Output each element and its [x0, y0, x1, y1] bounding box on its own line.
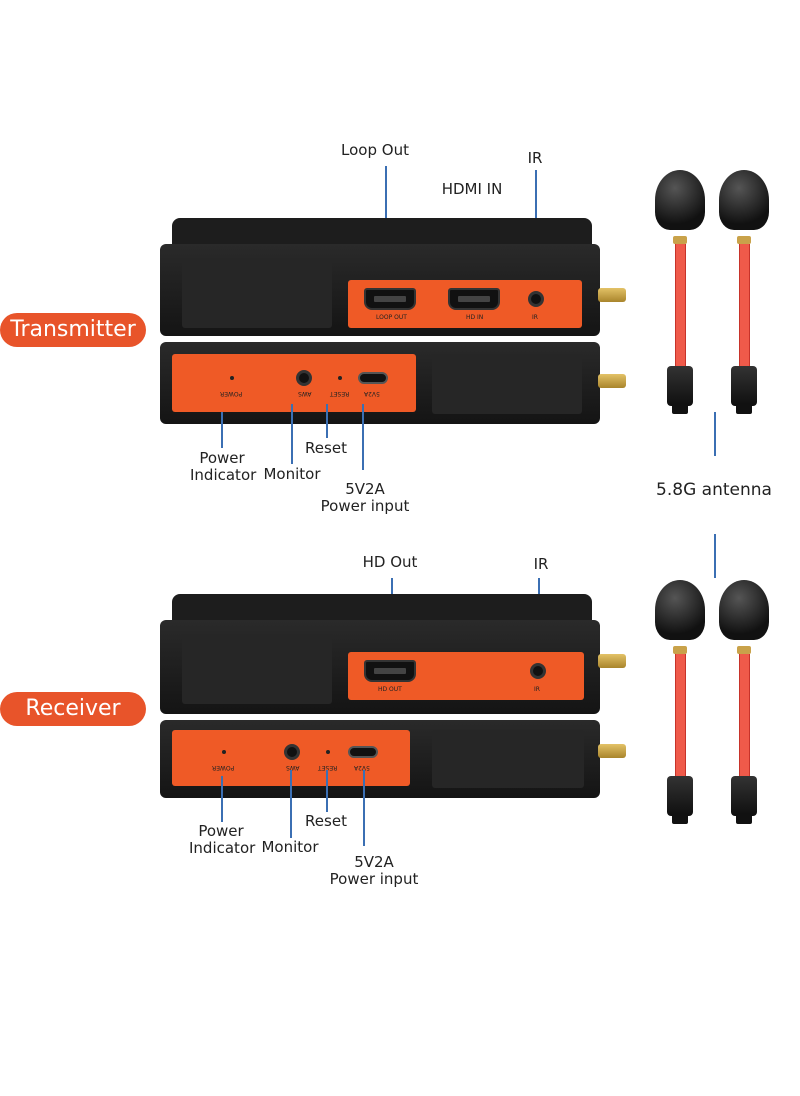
audio-jack-icon [284, 744, 300, 760]
receiver-title: Receiver [0, 692, 146, 726]
sma-connector-icon [598, 654, 626, 668]
audio-jack-icon [528, 291, 544, 307]
ir-callout-rx: IR [533, 555, 549, 573]
hdmi-port-icon [364, 660, 416, 682]
sma-connector-icon [598, 374, 626, 388]
hdmi-in-callout: HDMI IN [441, 180, 503, 198]
transmitter-bottom-panel: POWER AWS RESET 5V2A [172, 354, 416, 412]
power-led-icon [222, 750, 226, 754]
reset-button-icon [338, 376, 342, 380]
monitor-callout-rx: Monitor [261, 838, 319, 856]
power-input-callout-rx: 5V2A Power input [329, 853, 419, 888]
sma-connector-icon [598, 744, 626, 758]
hd-out-port-label: HD OUT [378, 686, 402, 693]
reset-callout-tx: Reset [305, 439, 347, 457]
monitor-leader-tx [291, 404, 293, 464]
loop-out-port-label: LOOP OUT [376, 314, 407, 321]
hd-out-callout: HD Out [362, 553, 418, 571]
power-port-label: POWER [220, 390, 243, 397]
ir-port-label-rx: IR [534, 686, 540, 693]
monitor-leader-rx [290, 770, 292, 838]
hd-in-port-label: HD IN [466, 314, 484, 321]
hdmi-port-icon [448, 288, 500, 310]
power-indicator-leader-rx [221, 776, 223, 822]
antenna-icon [719, 580, 769, 640]
usb-c-port-icon [358, 372, 388, 384]
aws-port-label: AWS [286, 764, 300, 771]
receiver-lower-unit: POWER AWS RESET 5V2A [160, 720, 600, 798]
usb-c-port-icon [348, 746, 378, 758]
transmitter-top-panel: LOOP OUT HD IN IR [348, 280, 582, 328]
receiver-upper-unit: HD OUT IR [160, 620, 600, 714]
ir-callout-tx: IR [527, 149, 543, 167]
audio-jack-icon [530, 663, 546, 679]
reset-callout-rx: Reset [305, 812, 347, 830]
power-input-leader-rx [363, 770, 365, 846]
antenna-callout: 5.8G antenna [656, 480, 772, 500]
receiver-bottom-panel: POWER AWS RESET 5V2A [172, 730, 410, 786]
power-led-icon [230, 376, 234, 380]
reset-port-label: RESET [318, 764, 338, 771]
monitor-callout-tx: Monitor [263, 465, 321, 483]
hdmi-port-icon [364, 288, 416, 310]
power-input-leader-tx [362, 404, 364, 470]
antenna-leader-lower [714, 534, 716, 578]
antenna-icon [655, 580, 705, 640]
transmitter-lower-unit: POWER AWS RESET 5V2A [160, 342, 600, 424]
power-indicator-leader-tx [221, 412, 223, 448]
antenna-icon [719, 170, 769, 230]
antenna-icon [655, 170, 705, 230]
antenna-leader-upper [714, 412, 716, 456]
transmitter-title: Transmitter [0, 313, 146, 347]
audio-jack-icon [296, 370, 312, 386]
power-input-callout-tx: 5V2A Power input [320, 480, 410, 515]
loop-out-callout: Loop Out [341, 141, 409, 159]
receiver-top-panel: HD OUT IR [348, 652, 584, 700]
ir-port-label-tx: IR [532, 314, 538, 321]
5v2a-port-label: 5V2A [354, 764, 370, 771]
power-indicator-callout-rx: Power Indicator [189, 822, 256, 857]
reset-leader-rx [326, 770, 328, 812]
power-port-label: POWER [212, 764, 235, 771]
power-indicator-callout-tx: Power Indicator [190, 449, 257, 484]
sma-connector-icon [598, 288, 626, 302]
reset-leader-tx [326, 404, 328, 438]
transmitter-upper-unit: LOOP OUT HD IN IR [160, 244, 600, 336]
aws-port-label: AWS [298, 390, 312, 397]
5v2a-port-label: 5V2A [364, 390, 380, 397]
reset-port-label: RESET [330, 390, 350, 397]
reset-button-icon [326, 750, 330, 754]
